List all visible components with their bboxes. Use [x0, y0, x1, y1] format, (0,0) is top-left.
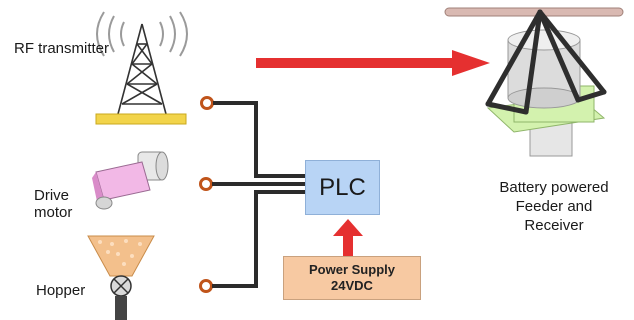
hopper-label: Hopper	[36, 282, 86, 299]
power-arrow	[333, 219, 363, 256]
drive-motor-label: Drive motor	[34, 187, 73, 221]
terminal-motor	[199, 177, 213, 191]
plc-label: PLC	[319, 173, 366, 201]
signal-arrow	[256, 50, 490, 76]
feeder-receiver-icon	[444, 7, 624, 157]
plc-box: PLC	[305, 160, 380, 215]
hopper-icon	[87, 235, 155, 320]
power-supply-box: Power Supply 24VDC	[283, 256, 421, 300]
feeder-receiver-label: Battery powered Feeder and Receiver	[474, 178, 634, 235]
wiring	[212, 101, 305, 288]
terminal-rf	[200, 96, 214, 110]
rf-tower-icon	[95, 11, 188, 125]
terminal-hopper	[199, 279, 213, 293]
feeder-receiver-label-line2: Feeder and	[515, 198, 593, 215]
rf-transmitter-label: RF transmitter	[14, 40, 110, 57]
power-supply-label-line1: Power Supply	[309, 262, 395, 277]
feeder-receiver-label-line3: Receiver	[524, 217, 584, 234]
feeder-receiver-label-line1: Battery powered	[499, 179, 609, 196]
drive-motor-icon	[92, 151, 169, 210]
power-supply-label-line2: 24VDC	[331, 278, 373, 293]
